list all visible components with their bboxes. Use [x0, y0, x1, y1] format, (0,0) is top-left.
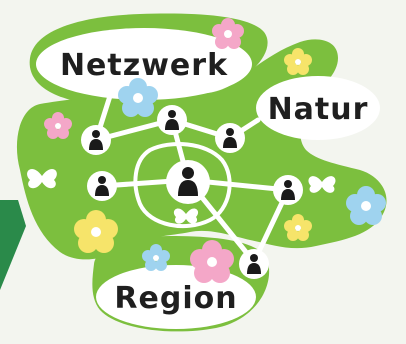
person-icon: [247, 254, 261, 274]
person-icon: [178, 167, 198, 196]
arrow-shape: [0, 200, 26, 290]
person-icon: [281, 180, 295, 200]
node-3: [215, 123, 245, 153]
node-center: [166, 160, 210, 204]
flower-icon: [118, 78, 158, 117]
node-2: [157, 105, 187, 135]
flower-icon: [212, 18, 244, 49]
node-5: [273, 175, 303, 205]
label-natur: Natur: [268, 92, 369, 127]
natur-bubble: [256, 76, 380, 140]
center-outline: [133, 142, 232, 228]
person-icon: [223, 128, 237, 148]
flower-icon: [44, 112, 72, 139]
person-icon: [89, 130, 103, 150]
label-netzwerk: Netzwerk: [60, 48, 228, 83]
node-4: [87, 171, 117, 201]
butterfly-icon: [27, 168, 57, 189]
flower-icon: [284, 214, 312, 241]
butterfly-icon: [173, 208, 199, 224]
label-region: Region: [114, 281, 237, 316]
flower-icon: [284, 48, 312, 75]
node-1: [81, 125, 111, 155]
netzwerk-bubble: [36, 28, 252, 100]
flower-icon: [346, 186, 386, 225]
butterfly-icon: [308, 176, 336, 193]
flower-icon: [142, 244, 170, 271]
person-icon: [165, 110, 179, 130]
flower-icon: [190, 240, 234, 283]
node-6: [239, 249, 269, 279]
person-icon: [95, 176, 109, 196]
flower-icon: [74, 210, 118, 253]
